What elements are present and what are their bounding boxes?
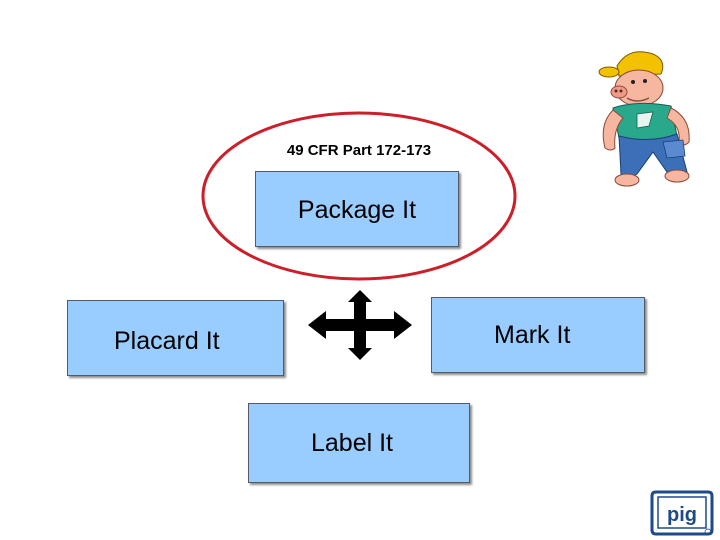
placard-it-box: Placard It: [67, 300, 284, 376]
label-it-box: Label It: [248, 403, 470, 483]
package-it-box: Package It: [255, 171, 459, 247]
pig-logo-icon: pig: [650, 490, 714, 536]
regulation-label: 49 CFR Part 172-173: [286, 142, 432, 159]
pig-mascot-image: [598, 51, 690, 187]
mark-it-box: Mark It: [431, 297, 645, 373]
label-it-label: Label It: [311, 429, 394, 457]
four-way-arrow-icon: [308, 290, 412, 360]
mark-it-label: Mark It: [494, 321, 571, 349]
pig-logo-text: pig: [667, 504, 697, 526]
highlight-ellipse: [201, 111, 517, 281]
package-it-label: Package It: [297, 196, 417, 224]
placard-it-label: Placard It: [114, 327, 220, 355]
